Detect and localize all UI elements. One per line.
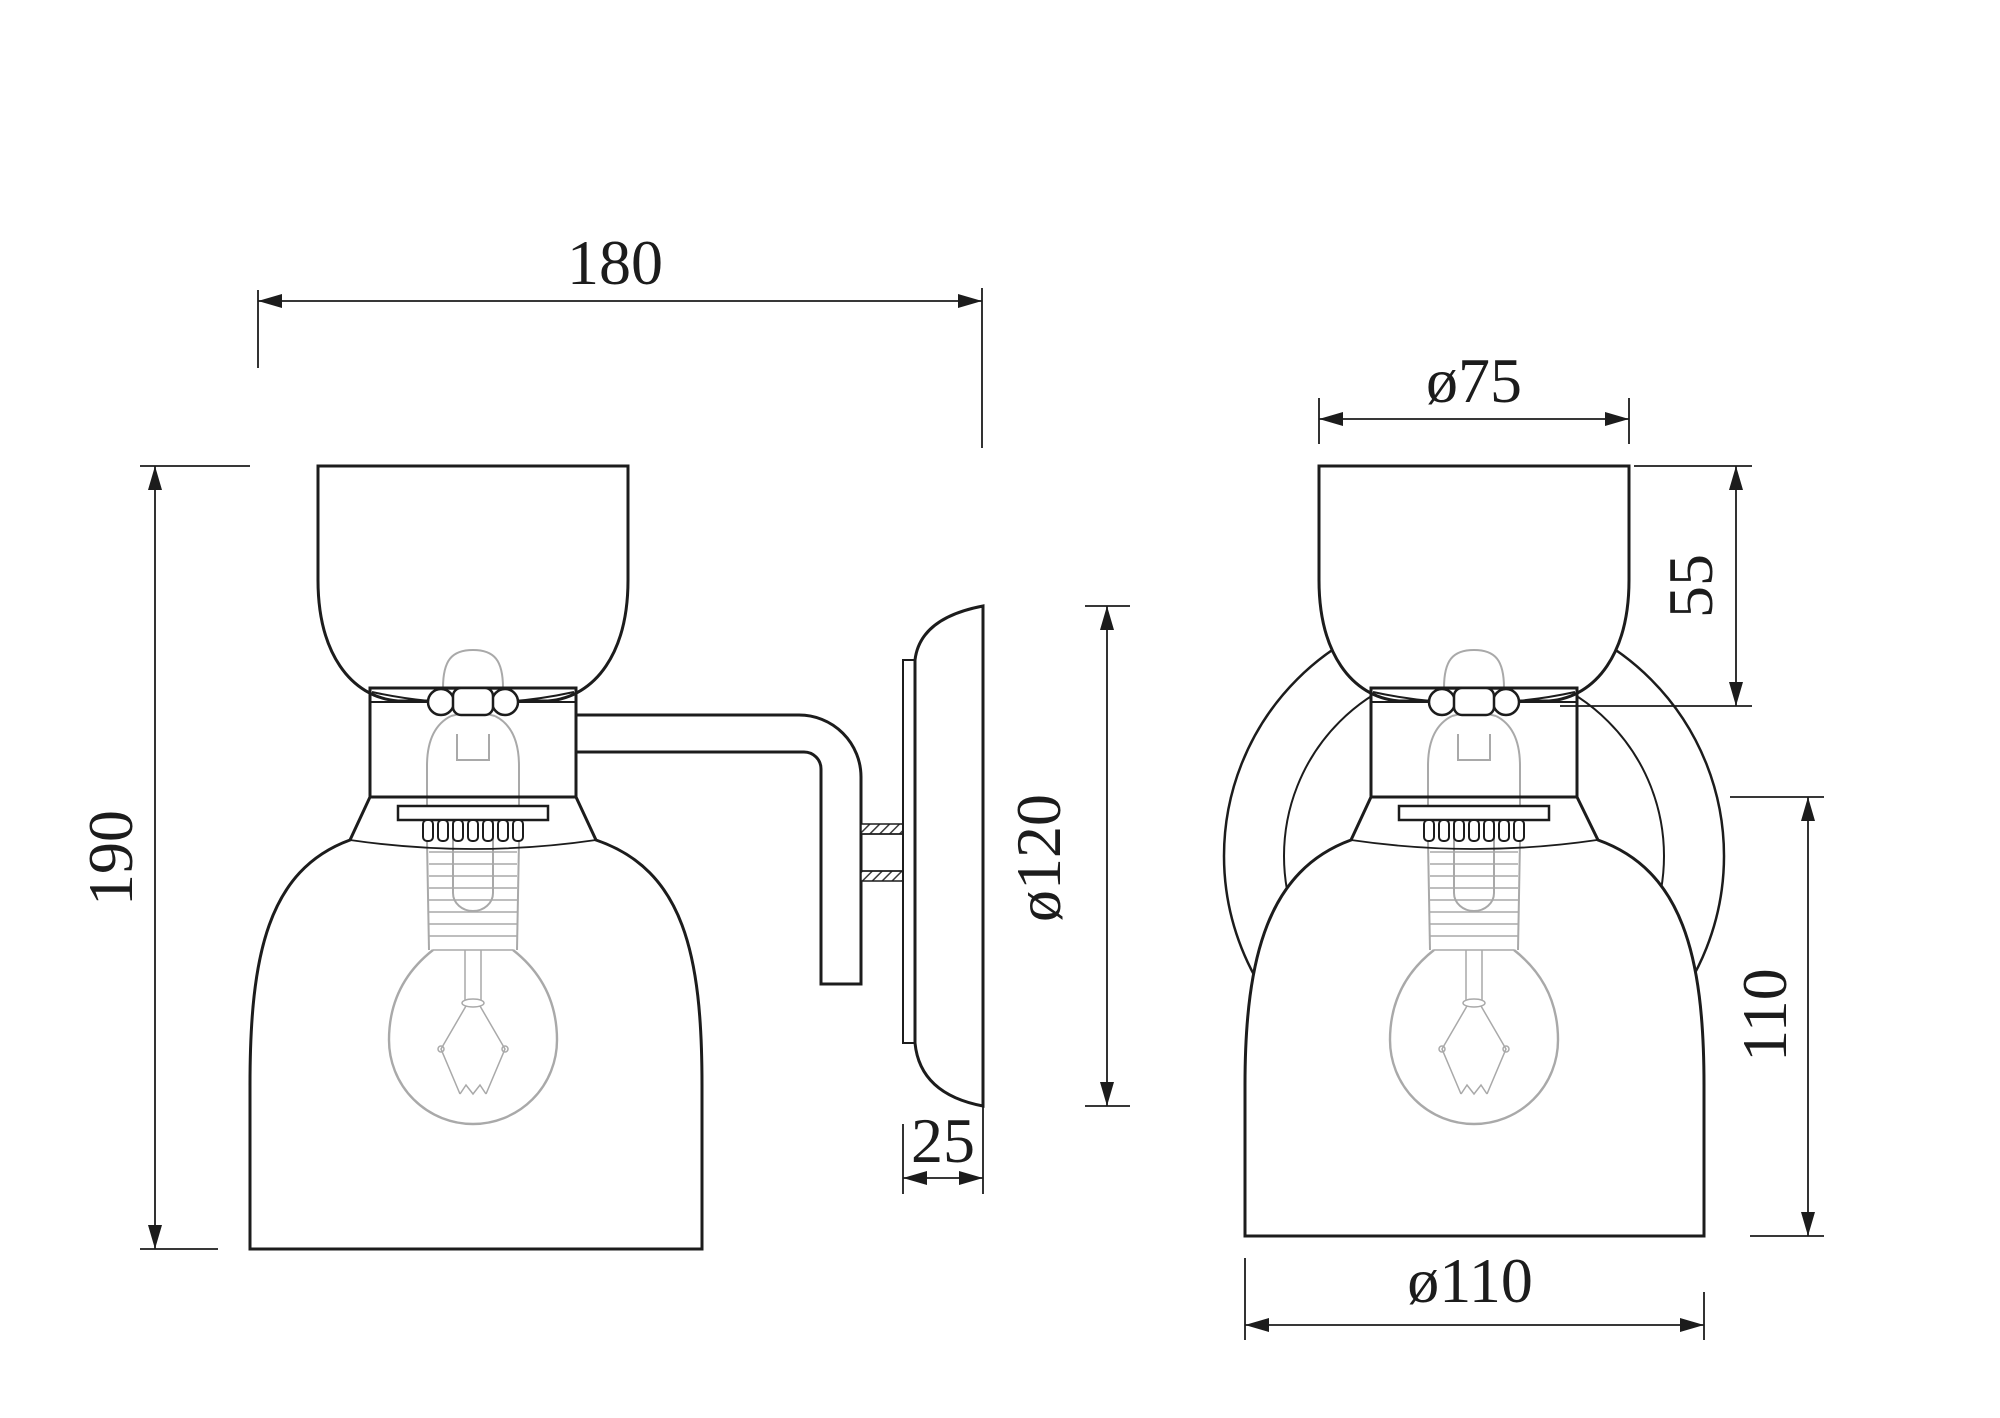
label-upper-shade-diameter: ø75: [1426, 345, 1522, 416]
side-view-outlines: [248, 464, 985, 1251]
bulb-filament-front: [1438, 950, 1510, 1096]
upper-shade-front: [1317, 464, 1631, 703]
holder-flange: [396, 804, 550, 822]
label-lower-shade-height: 110: [1729, 968, 1800, 1062]
front-view: ø75 55 110 ø110: [1222, 345, 1824, 1340]
front-view-outlines: [1243, 464, 1706, 1238]
lower-shade-side: [248, 796, 704, 1251]
thread-side-left: [426, 840, 430, 951]
side-view-bulb-holder: [387, 648, 559, 1126]
label-upper-shade-height: 55: [1655, 554, 1726, 618]
bulb-glass: [387, 949, 559, 1126]
upper-shade-front-fill: [1319, 466, 1629, 701]
socket-bell-right: [494, 715, 520, 806]
label-total-depth: 180: [567, 227, 663, 298]
socket-cap-nut: [442, 648, 504, 689]
lower-shade-rim-front: [1350, 839, 1598, 850]
mounting-arm: [576, 713, 863, 986]
side-view-dim-arrows: [148, 294, 1114, 1249]
socket-notch: [456, 734, 490, 761]
front-view-dim-labels: ø75 55 110 ø110: [1407, 345, 1800, 1316]
front-view-bulb-holder: [1388, 648, 1560, 1126]
label-lower-shade-diameter: ø110: [1407, 1245, 1533, 1316]
socket-notch-front: [1457, 734, 1491, 761]
bulb-glass-front: [1388, 949, 1560, 1126]
hex-nut: [426, 686, 520, 717]
thread-side-left-front: [1427, 840, 1431, 951]
front-view-dim-arrows: [1245, 412, 1815, 1332]
wall-plate-cover-side: [913, 604, 985, 1108]
side-view-dim-labels: 180 190 ø120 25: [75, 227, 1074, 1176]
bulb-filament: [437, 950, 509, 1096]
inner-tube-front: [1453, 820, 1495, 912]
label-backplate-diameter: ø120: [1003, 794, 1074, 922]
hex-nut-front: [1427, 686, 1521, 717]
side-view: 180 190 ø120 25: [75, 227, 1130, 1251]
lower-shade-rim: [349, 839, 597, 850]
label-total-height: 190: [75, 810, 146, 906]
holder-prongs: [422, 819, 524, 842]
thread-side-right-front: [1517, 840, 1521, 951]
socket-bell-right-front: [1495, 715, 1521, 806]
upper-shade-side: [316, 464, 630, 703]
socket-bell-left-front: [1427, 715, 1453, 806]
thread-side-right: [516, 840, 520, 951]
lower-shade-front-fill: [1245, 797, 1704, 1236]
holder-flange-front: [1397, 804, 1551, 822]
holder-prongs-front: [1423, 819, 1525, 842]
lower-shade-front: [1243, 796, 1706, 1238]
inner-tube: [452, 820, 494, 912]
socket-bell-left: [426, 715, 452, 806]
socket-cap-nut-front: [1443, 648, 1505, 689]
label-backplate-depth: 25: [911, 1105, 975, 1176]
front-view-dimensions: [1244, 398, 1824, 1340]
